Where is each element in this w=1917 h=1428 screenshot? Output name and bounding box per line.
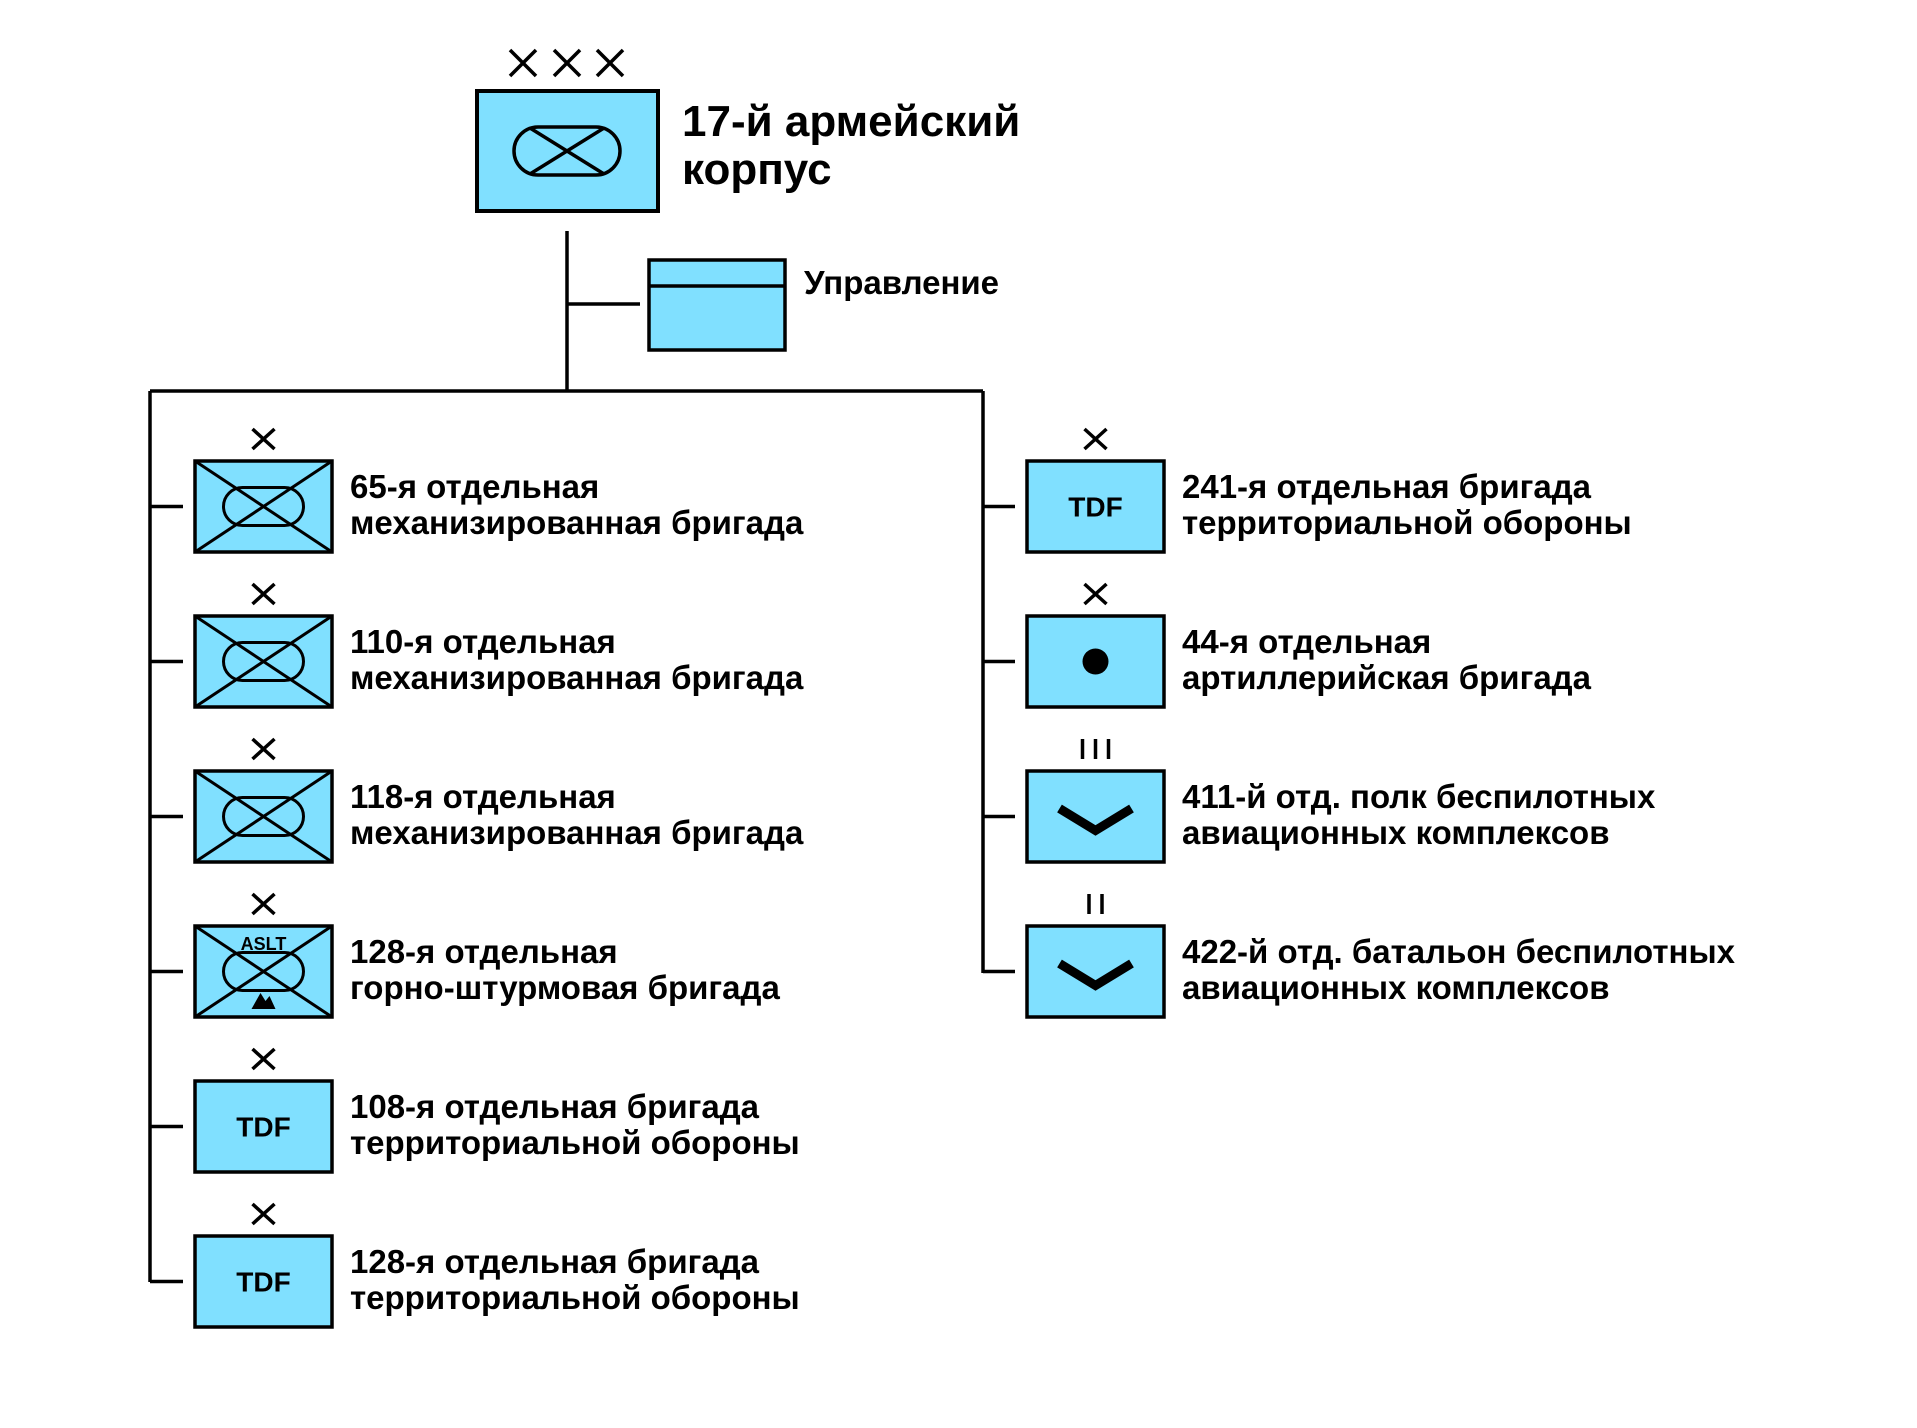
unit-label-line1: 44-я отдельная [1182, 623, 1432, 660]
echelon-iii-icon [1080, 739, 1111, 759]
unit-label-line2: авиационных комплексов [1182, 814, 1610, 851]
echelon-stroke [1083, 582, 1108, 606]
armor-oval [222, 486, 305, 527]
echelon-x-icon [251, 427, 276, 451]
unit-label-line2: горно-штурмовая бригада [350, 969, 780, 1006]
infantry-cross-line [194, 614, 333, 709]
unit-label-line1: 241-я отдельная бригада [1182, 468, 1592, 505]
left-unit-symbol-0[interactable] [150, 427, 334, 554]
unit-frame [1025, 459, 1166, 554]
echelon-stroke [1083, 427, 1108, 451]
armor-oval [222, 641, 305, 682]
tdf-label: TDF [236, 1267, 290, 1298]
corps-title: 17-й армейский корпус [682, 98, 1020, 194]
tdf-label: TDF [1068, 492, 1122, 523]
left-unit-symbol-1[interactable] [150, 582, 334, 709]
echelon-x-icon [251, 737, 276, 761]
headquarters-frame [647, 258, 787, 352]
infantry-cross-line [194, 924, 333, 1019]
right-unit-symbol-3[interactable] [983, 894, 1166, 1019]
echelon-x-icon [251, 1047, 276, 1071]
artillery-dot-icon [1082, 648, 1109, 675]
unit-frame [193, 1079, 334, 1174]
headquarters-symbol[interactable] [647, 258, 787, 352]
echelon-stroke [251, 582, 276, 606]
corps-title-line2: корпус [682, 145, 832, 194]
echelon-x-icon [1083, 427, 1108, 451]
unit-frame [1025, 924, 1166, 1019]
echelon-x-icon [251, 582, 276, 606]
unit-label-line2: механизированная бригада [350, 814, 804, 851]
mechanized-icon [194, 614, 333, 709]
mechanized-icon [194, 459, 333, 554]
uav-chevron-icon [1057, 804, 1134, 836]
mechanized-icon [194, 924, 333, 1019]
unit-label-line1: 128-я отдельная [350, 933, 618, 970]
unit-label-line2: авиационных комплексов [1182, 969, 1610, 1006]
unit-label-line1: 128-я отдельная бригада [350, 1243, 760, 1280]
units-layer: ASLT TDF TDF TDF [150, 427, 1166, 1329]
mechanized-icon [512, 125, 622, 177]
uav-chevron-icon [1057, 959, 1134, 991]
armor-oval [222, 796, 305, 837]
unit-label-line2: территориальной обороны [350, 1124, 800, 1161]
right-unit-symbol-0[interactable]: TDF [983, 427, 1166, 554]
unit-frame [193, 1234, 334, 1329]
echelon-stroke [251, 1047, 276, 1071]
unit-label-line2: механизированная бригада [350, 659, 804, 696]
headquarters-label: Управление [804, 264, 1000, 301]
unit-label-line1: 411-й отд. полк беспилотных [1182, 778, 1656, 815]
echelon-x-icon [1083, 582, 1108, 606]
tdf-label: TDF [236, 1112, 290, 1143]
unit-label-line1: 110-я отдельная [350, 623, 616, 660]
echelon-stroke [251, 737, 276, 761]
unit-label-line1: 65-я отдельная [350, 468, 600, 505]
mountain-icon [251, 993, 276, 1009]
unit-label-line2: территориальной обороны [1182, 504, 1632, 541]
assault-modifier-label: ASLT [241, 934, 287, 954]
connectors [148, 231, 985, 1282]
mechanized-icon [194, 769, 333, 864]
left-unit-symbol-2[interactable] [150, 737, 334, 864]
left-unit-symbol-3[interactable]: ASLT [150, 892, 334, 1019]
unit-label-line1: 422-й отд. батальон беспилотных [1182, 933, 1735, 970]
unit-frame [1025, 769, 1166, 864]
unit-label-line2: механизированная бригада [350, 504, 804, 541]
unit-label-line2: артиллерийская бригада [1182, 659, 1591, 696]
armor-oval [222, 951, 305, 992]
echelon-stroke [251, 427, 276, 451]
unit-label-line1: 108-я отдельная бригада [350, 1088, 760, 1125]
left-unit-symbol-5[interactable]: TDF [150, 1202, 334, 1329]
corps-title-line1: 17-й армейский [682, 97, 1021, 146]
right-unit-symbol-1[interactable] [983, 582, 1166, 709]
corps-symbol[interactable] [475, 48, 660, 213]
infantry-cross-line [194, 769, 333, 864]
echelon-ii-icon [1087, 894, 1104, 914]
echelon-x-icon [251, 892, 276, 916]
left-unit-symbol-4[interactable]: TDF [150, 1047, 334, 1174]
echelon-stroke [251, 1202, 276, 1226]
echelon-corps-xxx-icon [508, 48, 625, 78]
unit-label-line2: территориальной обороны [350, 1279, 800, 1316]
unit-label-line1: 118-я отдельная [350, 778, 616, 815]
echelon-x-icon [251, 1202, 276, 1226]
infantry-cross-line [194, 459, 333, 554]
right-unit-symbol-2[interactable] [983, 739, 1166, 864]
echelon-stroke [251, 892, 276, 916]
